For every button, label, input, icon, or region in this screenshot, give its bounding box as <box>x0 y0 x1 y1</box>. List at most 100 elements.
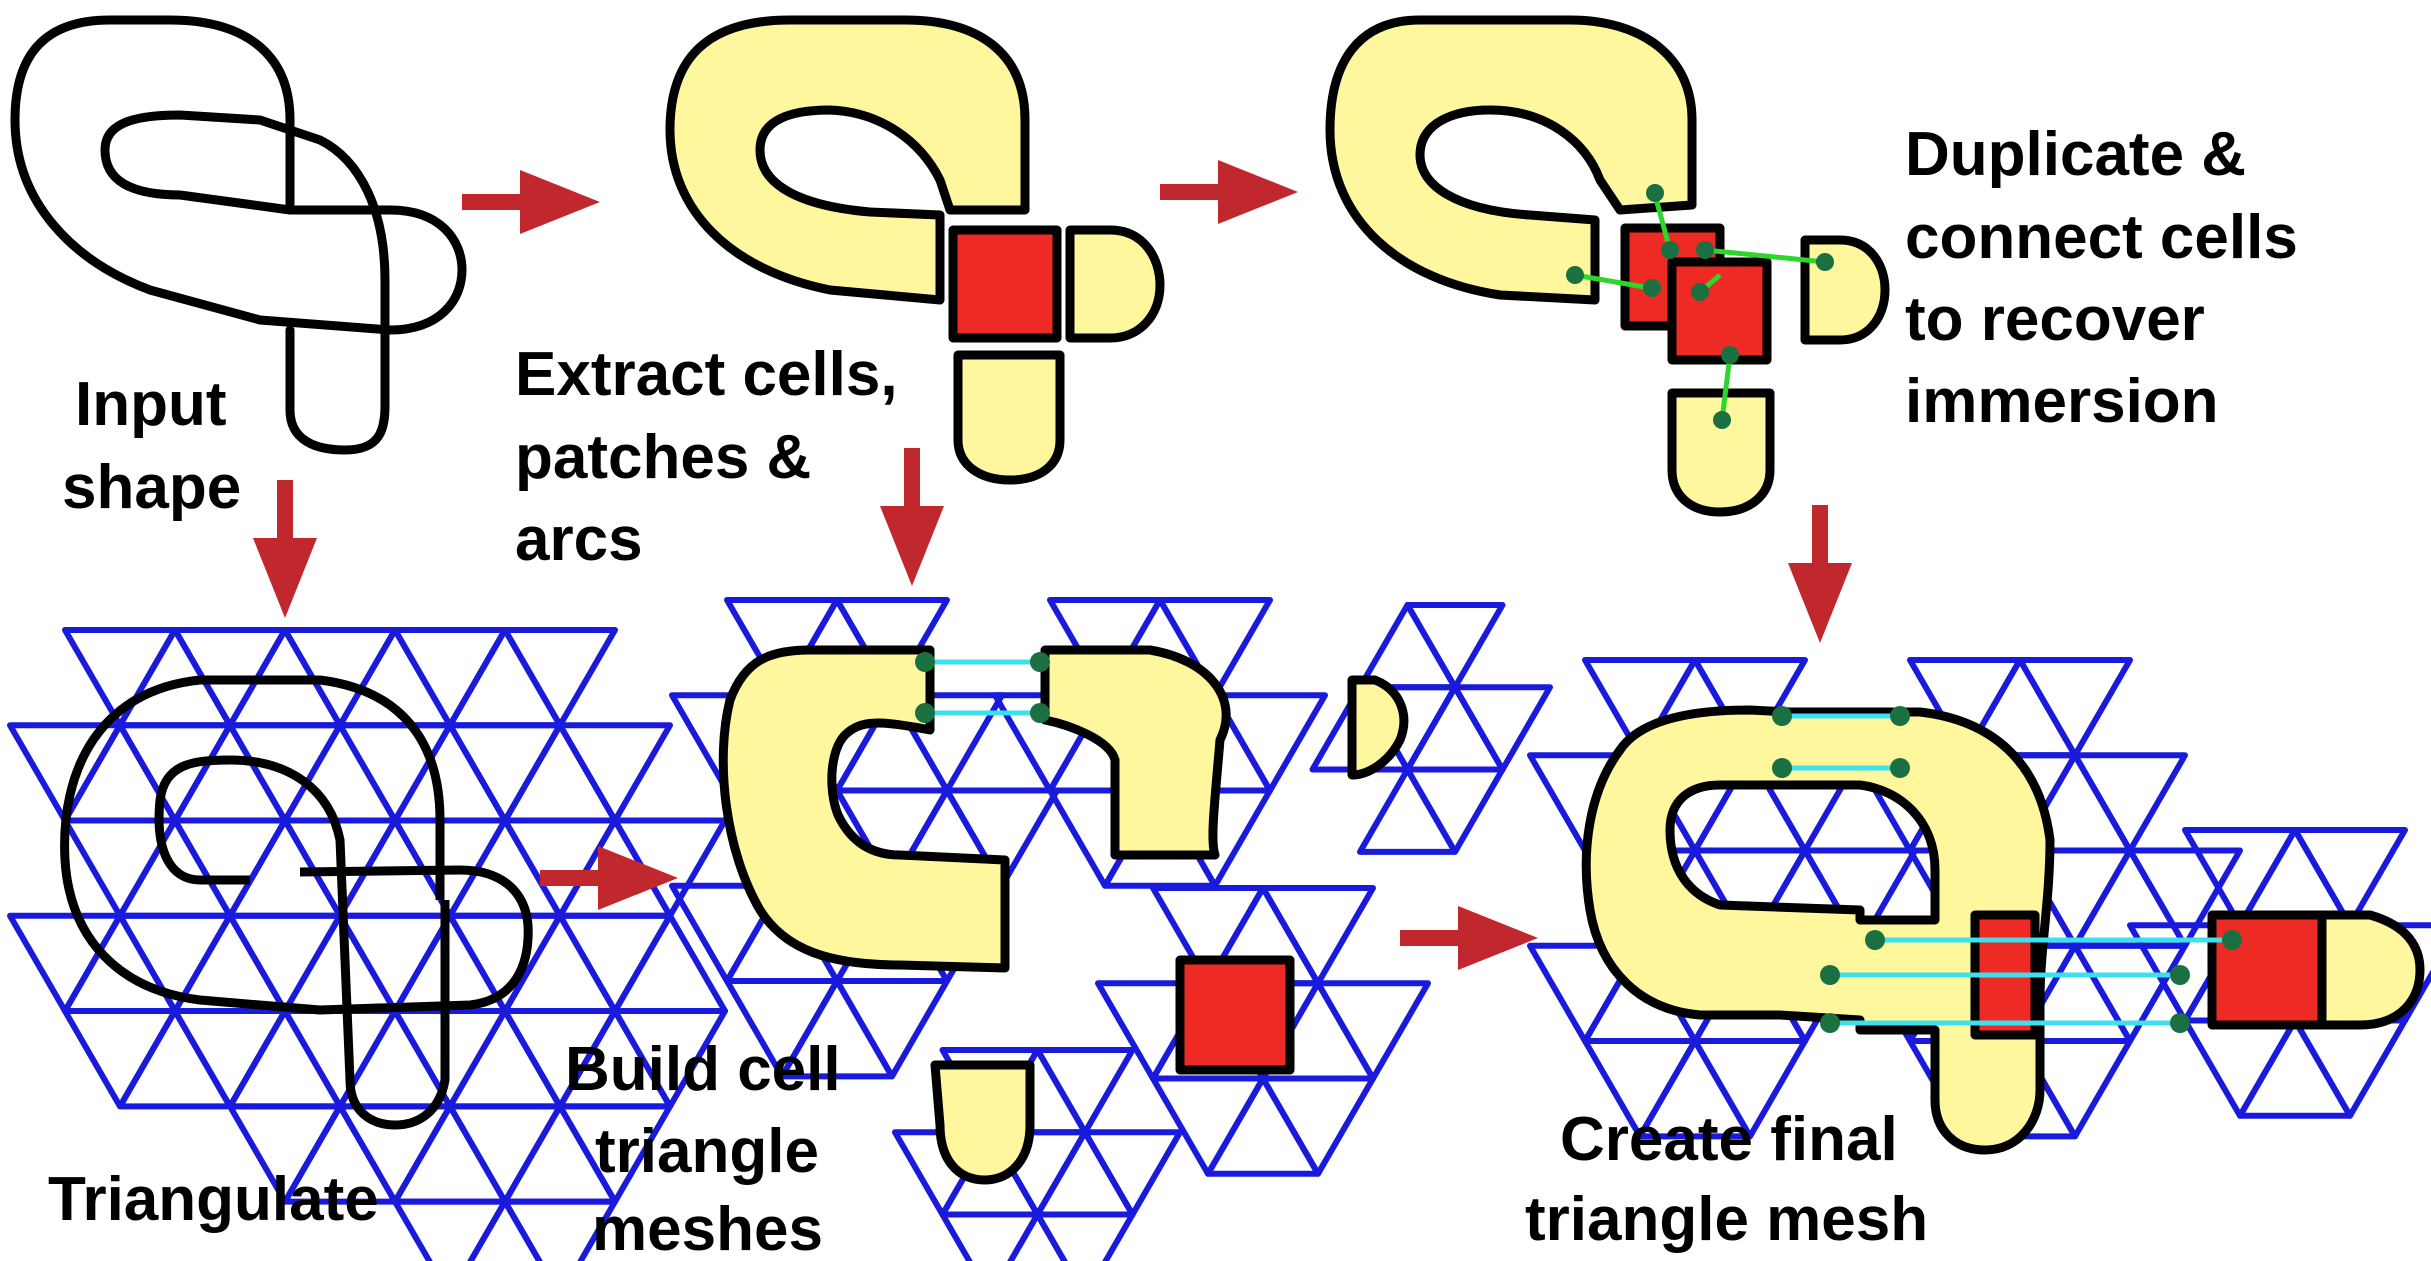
triangulated-shape <box>60 675 533 1130</box>
mesh-triangle <box>557 1103 673 1205</box>
final-mesh-shapes <box>1581 705 2425 1155</box>
mesh-triangle <box>1082 1129 1183 1218</box>
mesh-triangle <box>1034 1047 1136 1136</box>
right-arc-patch-dup <box>1800 235 1890 345</box>
mesh-triangle <box>944 787 1060 889</box>
mesh-triangle <box>1260 1075 1376 1177</box>
mesh-triangle <box>1404 766 1506 855</box>
final-mesh-links <box>1772 706 2242 1033</box>
build-mesh-links <box>915 652 1050 723</box>
mesh-triangle <box>889 692 1005 794</box>
label-duplicate-line-2: connect cells <box>1905 203 2298 272</box>
big-patch <box>665 15 1030 305</box>
mesh-triangle <box>612 912 728 1015</box>
mesh-triangle <box>447 722 563 824</box>
mesh-triangle <box>1452 684 1553 773</box>
mesh-triangle <box>502 627 618 729</box>
arrows <box>253 160 1852 970</box>
mesh-triangle <box>502 1198 618 1261</box>
duplicate-links <box>1566 184 1834 429</box>
labels: Input shape Extract cells, patches & arc… <box>48 120 2298 1261</box>
right-arrow-icon <box>462 170 600 234</box>
mesh-triangle <box>2182 1017 2298 1119</box>
mesh-triangle <box>117 1008 233 1110</box>
mesh-triangle <box>1157 597 1273 699</box>
mesh-triangle <box>447 1103 563 1205</box>
mesh-triangle <box>2237 1017 2353 1119</box>
mesh-triangle <box>2072 847 2188 949</box>
mesh-triangle <box>1315 980 1431 1082</box>
mesh-triangle <box>1692 1038 1808 1140</box>
mesh-triangle <box>1404 684 1506 773</box>
mesh-triangle <box>2017 657 2133 759</box>
red-cell <box>948 225 1062 343</box>
label-extract-line-1: Extract cells, <box>515 340 898 409</box>
mesh-triangle <box>557 912 673 1015</box>
label-duplicate-line-4: immersion <box>1905 367 2219 436</box>
bottom-arc-patch-dup <box>1667 388 1775 517</box>
mesh-triangle <box>1260 885 1376 987</box>
mesh-triangle <box>1802 847 1918 949</box>
mesh-triangle <box>2017 1038 2133 1140</box>
mesh-triangle <box>1150 1075 1266 1177</box>
down-arrow-icon <box>880 448 944 586</box>
label-input-shape-line-1: Input <box>75 370 227 439</box>
label-build-line-1: Build cell <box>565 1035 841 1104</box>
mesh-triangle <box>557 722 673 824</box>
label-input-shape-line-2: shape <box>62 453 241 522</box>
bottom-arc-patch <box>953 350 1065 485</box>
right-arrow-icon <box>540 846 678 910</box>
label-extract-line-3: arcs <box>515 505 643 574</box>
mesh-triangle <box>467 1198 543 1261</box>
input-shape-drawing <box>10 15 467 455</box>
right-arrow-icon <box>1160 160 1298 224</box>
mesh-triangle <box>172 817 288 919</box>
mesh-triangle <box>227 912 343 1015</box>
mesh-triangle <box>172 722 288 824</box>
down-arrow-icon <box>1788 505 1852 643</box>
right-arrow-icon <box>1400 906 1538 970</box>
build-mesh-shapes <box>718 645 1409 1185</box>
label-extract-line-2: patches & <box>515 423 811 492</box>
mesh-triangle <box>62 1008 178 1110</box>
mesh-triangle <box>2292 1017 2408 1119</box>
mesh-triangle <box>2127 847 2243 949</box>
big-patch-dup <box>1325 15 1697 305</box>
duplicate-drawing <box>1325 15 1890 517</box>
right-arc-patch <box>1065 225 1165 343</box>
mesh-triangle <box>834 978 950 1080</box>
mesh-triangle <box>447 627 563 729</box>
cell-mesh-arc-right <box>1309 602 1553 855</box>
mesh-triangle <box>392 627 508 729</box>
mesh-triangle <box>337 912 453 1015</box>
mesh-triangle <box>1357 766 1458 855</box>
label-build-line-3: meshes <box>592 1195 823 1261</box>
mesh-triangle <box>227 1008 343 1110</box>
down-arrow-icon <box>253 480 317 618</box>
mesh-triangle <box>612 1008 728 1110</box>
mesh-triangle <box>502 722 618 824</box>
mesh-triangle <box>172 1008 288 1110</box>
mesh-triangle <box>392 1008 508 1110</box>
mesh-triangle <box>1205 1075 1321 1177</box>
mesh-triangle <box>2072 752 2188 854</box>
mesh-triangle <box>2292 827 2408 929</box>
mesh-triangle <box>1034 1211 1136 1261</box>
mesh-triangle <box>282 1008 398 1110</box>
label-duplicate-line-3: to recover <box>1905 285 2205 354</box>
extract-drawing <box>665 15 1165 485</box>
mesh-triangle <box>1404 602 1506 691</box>
mesh-triangle <box>1007 1211 1068 1261</box>
mesh-triangle <box>282 722 398 824</box>
label-create-line-1: Create final <box>1560 1105 1898 1174</box>
label-build-line-2: triangle <box>595 1117 819 1186</box>
mesh-triangle <box>7 912 123 1015</box>
label-create-line-2: triangle mesh <box>1525 1185 1928 1254</box>
mesh-triangle <box>447 1008 563 1110</box>
mesh-triangle <box>2072 942 2188 1045</box>
mesh-triangle <box>1357 602 1458 691</box>
mesh-triangle <box>392 722 508 824</box>
label-triangulate: Triangulate <box>48 1165 379 1234</box>
label-duplicate-line-1: Duplicate & <box>1905 120 2246 189</box>
